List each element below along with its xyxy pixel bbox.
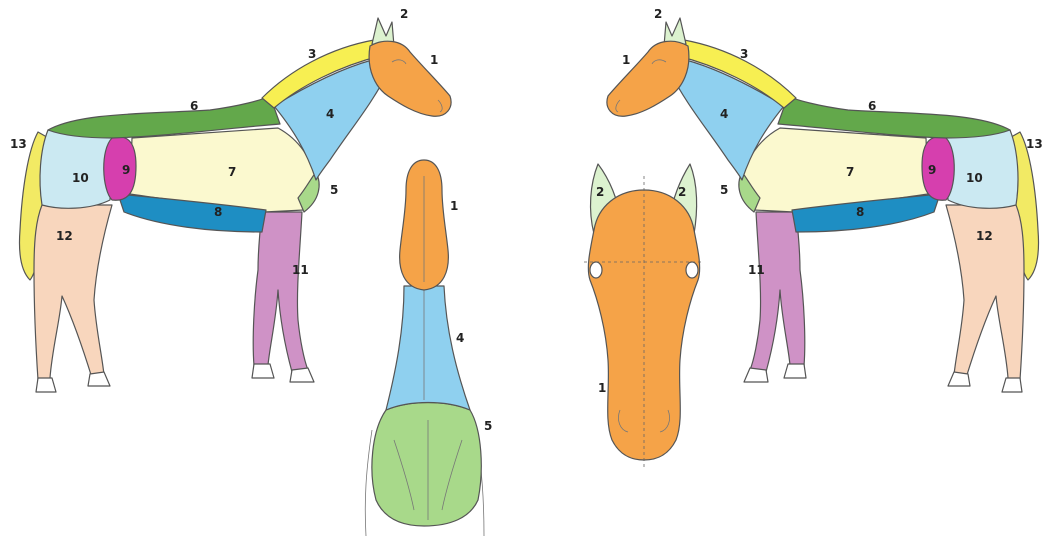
horse-front-view: 1 4 5 xyxy=(365,160,492,536)
front-leg-outline-left xyxy=(365,430,372,536)
label-right-11: 11 xyxy=(748,263,765,277)
region-head-right xyxy=(607,41,689,116)
label-left-6: 6 xyxy=(190,99,198,113)
region-hindquarter xyxy=(40,130,112,208)
label-left-4: 4 xyxy=(326,107,334,121)
horse-face-view: 2 2 1 xyxy=(584,164,704,468)
label-left-11: 11 xyxy=(292,263,309,277)
region-shoulder-front xyxy=(372,403,481,527)
region-foreleg-right xyxy=(750,212,805,372)
label-left-8: 8 xyxy=(214,205,222,219)
label-front-4: 4 xyxy=(456,331,464,345)
label-left-13: 13 xyxy=(10,137,27,151)
label-right-8: 8 xyxy=(856,205,864,219)
label-left-7: 7 xyxy=(228,165,236,179)
label-right-5: 5 xyxy=(720,183,728,197)
region-foreleg xyxy=(253,212,308,372)
hoof-fore-right-r xyxy=(744,368,768,382)
face-eye-right xyxy=(686,262,698,278)
label-right-2: 2 xyxy=(654,7,662,21)
label-right-7: 7 xyxy=(846,165,854,179)
label-right-9: 9 xyxy=(928,163,936,177)
region-hindquarter-right xyxy=(946,130,1018,208)
horse-side-view-left: 1 2 3 4 5 6 7 8 9 10 11 12 13 xyxy=(10,7,451,392)
label-left-3: 3 xyxy=(308,47,316,61)
hoof-fore-right xyxy=(290,368,314,382)
region-hindleg xyxy=(34,205,112,380)
label-right-10: 10 xyxy=(966,171,983,185)
label-left-9: 9 xyxy=(122,163,130,177)
region-head xyxy=(369,41,451,116)
region-neck-front xyxy=(386,286,470,410)
label-left-10: 10 xyxy=(72,171,89,185)
label-left-12: 12 xyxy=(56,229,73,243)
label-face-1: 1 xyxy=(598,381,606,395)
hoof-hind-right xyxy=(88,372,110,386)
hoof-fore-left-r xyxy=(784,364,806,378)
label-right-1: 1 xyxy=(622,53,630,67)
label-right-13: 13 xyxy=(1026,137,1043,151)
hoof-hind-left-r xyxy=(1002,378,1022,392)
label-right-6: 6 xyxy=(868,99,876,113)
label-right-12: 12 xyxy=(976,229,993,243)
label-left-5: 5 xyxy=(330,183,338,197)
region-flank xyxy=(104,137,136,200)
hoof-fore-left xyxy=(252,364,274,378)
hoof-hind-left xyxy=(36,378,56,392)
label-face-2-right: 2 xyxy=(678,185,686,199)
label-front-5: 5 xyxy=(484,419,492,433)
label-front-1: 1 xyxy=(450,199,458,213)
face-eye-left xyxy=(590,262,602,278)
label-left-2: 2 xyxy=(400,7,408,21)
label-face-2-left: 2 xyxy=(596,185,604,199)
hoof-hind-right-r xyxy=(948,372,970,386)
region-flank-right xyxy=(922,137,954,200)
label-left-1: 1 xyxy=(430,53,438,67)
label-right-3: 3 xyxy=(740,47,748,61)
label-right-4: 4 xyxy=(720,107,728,121)
